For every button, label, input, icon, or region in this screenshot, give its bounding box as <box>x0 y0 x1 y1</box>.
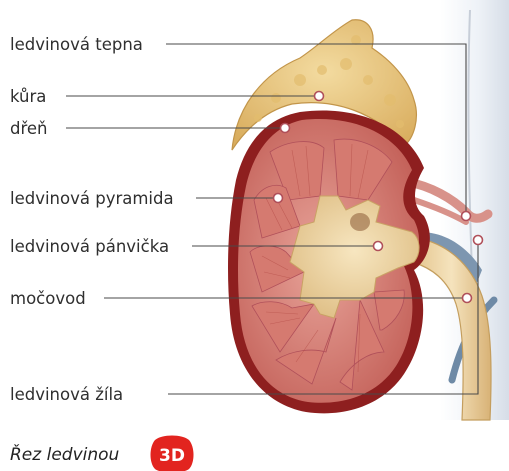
dot-vein <box>474 236 483 245</box>
pelvis-opening <box>350 213 370 231</box>
badge-3d: 3D <box>151 436 194 471</box>
label-ureter: močovod <box>10 289 86 308</box>
label-medulla: dřeň <box>10 119 48 138</box>
dot-cortex <box>315 92 324 101</box>
label-pyramid: ledvinová pyramida <box>10 189 174 208</box>
label-artery: ledvinová tepna <box>10 35 143 54</box>
dot-pyramid <box>274 194 283 203</box>
dot-artery <box>462 212 471 221</box>
caption: Řez ledvinou <box>10 443 120 465</box>
dot-ureter <box>463 294 472 303</box>
label-vein: ledvinová žíla <box>10 385 123 404</box>
badge-3d-text: 3D <box>159 446 185 466</box>
dot-medulla <box>281 124 290 133</box>
label-cortex: kůra <box>10 87 46 106</box>
label-pelvis: ledvinová pánvička <box>10 237 169 256</box>
dot-pelvis <box>374 242 383 251</box>
